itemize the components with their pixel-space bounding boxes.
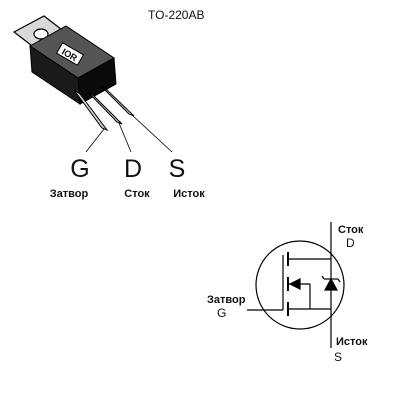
- diode-triangle: [323, 277, 339, 291]
- pin-letter-d: D: [124, 155, 142, 183]
- pin-name-source: Исток: [173, 188, 205, 200]
- symbol-circle: [255, 240, 345, 330]
- pin-letter-s: S: [169, 155, 186, 183]
- symbol-drain-name: Сток: [338, 224, 364, 236]
- symbol-drain-letter: D: [346, 236, 355, 250]
- mounting-hole: [33, 28, 49, 40]
- symbol-gate-letter: G: [217, 306, 226, 320]
- symbol-source-letter: S: [334, 350, 342, 364]
- pin-leader-lines: [85, 114, 173, 153]
- package-leads: [73, 85, 135, 132]
- package-label: TO-220AB: [148, 8, 204, 22]
- mosfet-schematic-symbol: [247, 222, 345, 348]
- body-arrow: [288, 278, 301, 290]
- symbol-source-name: Исток: [336, 336, 368, 348]
- pin-name-drain: Сток: [124, 188, 150, 200]
- pin-name-gate: Затвор: [50, 188, 89, 200]
- symbol-gate-name: Затвор: [207, 294, 246, 306]
- pin-letter-g: G: [70, 155, 89, 183]
- to220-package-illustration: IOR: [12, 15, 173, 153]
